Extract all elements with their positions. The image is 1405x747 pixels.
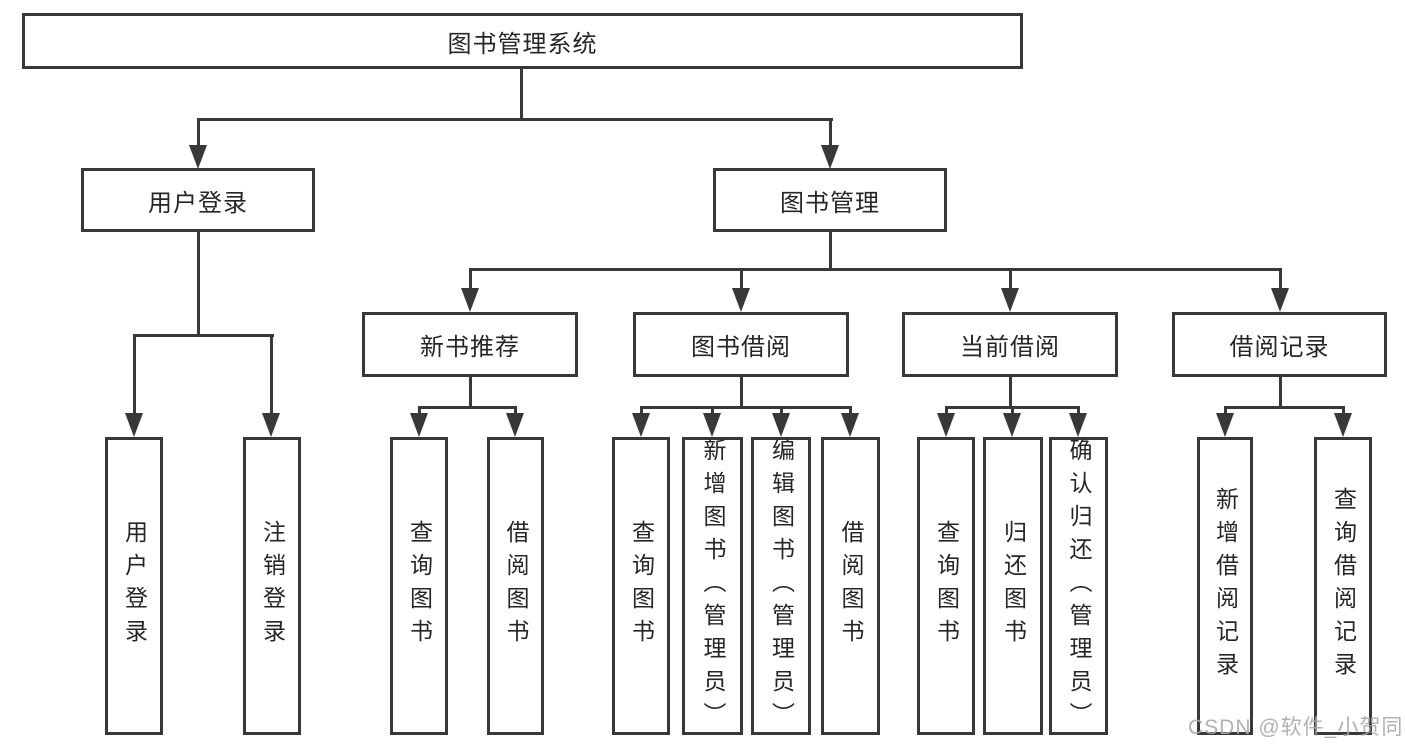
leaf-query-borrow-record-label: 查询借阅记录 [1330, 487, 1357, 685]
leaf-query-books-current: 查询图书 [917, 437, 975, 735]
leaf-borrow-books-borrowing: 借阅图书 [821, 437, 880, 735]
node-book-borrowing-label: 图书借阅 [691, 334, 791, 361]
node-book-borrowing: 图书借阅 [633, 312, 849, 377]
arrow-down-icon [189, 145, 207, 169]
leaf-confirm-return-admin-label: 确认归还（管理员） [1066, 437, 1092, 735]
connector-v [1009, 268, 1012, 291]
arrow-down-icon [1001, 288, 1019, 312]
arrow-down-icon [1334, 413, 1352, 437]
leaf-return-books: 归还图书 [983, 437, 1043, 735]
connector-v [640, 406, 643, 418]
connector-v [197, 231, 200, 336]
leaf-query-books-recommend: 查询图书 [390, 437, 448, 735]
connector-h [469, 268, 1282, 271]
arrow-down-icon [772, 413, 790, 437]
connector-v [780, 406, 783, 418]
connector-v [469, 376, 472, 408]
leaf-logout-label: 注销登录 [259, 520, 286, 652]
node-book-management: 图书管理 [713, 168, 947, 232]
arrow-down-icon [821, 145, 839, 169]
connector-v [514, 406, 517, 418]
leaf-borrow-books-recommend: 借阅图书 [487, 437, 544, 735]
arrow-down-icon [937, 413, 955, 437]
arrow-down-icon [1069, 413, 1087, 437]
connector-h [1224, 406, 1345, 409]
leaf-query-books-borrowing-label: 查询图书 [628, 520, 655, 652]
connector-h [640, 406, 851, 409]
node-root: 图书管理系统 [22, 13, 1023, 69]
connector-v [469, 268, 472, 291]
leaf-add-books-admin: 新增图书（管理员） [682, 437, 743, 735]
leaf-user-login-label: 用户登录 [121, 520, 148, 652]
arrow-down-icon [125, 413, 143, 437]
connector-v [740, 268, 743, 291]
node-new-book-recommend: 新书推荐 [362, 312, 578, 377]
node-current-borrowing: 当前借阅 [902, 312, 1118, 377]
connector-h [133, 334, 274, 337]
arrow-down-icon [1216, 413, 1234, 437]
node-borrowing-records-label: 借阅记录 [1229, 334, 1330, 361]
arrow-down-icon [632, 413, 650, 437]
connector-v [1279, 376, 1282, 408]
node-user-login: 用户登录 [81, 168, 315, 232]
node-borrowing-records: 借阅记录 [1172, 312, 1387, 377]
connector-h [418, 406, 517, 409]
leaf-edit-books-admin: 编辑图书（管理员） [751, 437, 811, 735]
connector-v [849, 406, 852, 418]
connector-v [1077, 406, 1080, 418]
leaf-query-books-current-label: 查询图书 [933, 520, 960, 652]
connector-v [711, 406, 714, 418]
node-new-book-recommend-label: 新书推荐 [420, 334, 520, 361]
connector-v [197, 118, 200, 148]
leaf-borrow-books-recommend-label: 借阅图书 [503, 520, 529, 652]
leaf-user-login: 用户登录 [105, 437, 163, 735]
leaf-query-books-recommend-label: 查询图书 [406, 520, 433, 652]
connector-v [1224, 406, 1227, 418]
node-current-borrowing-label: 当前借阅 [960, 334, 1060, 361]
leaf-edit-books-admin-label: 编辑图书（管理员） [768, 437, 795, 735]
arrow-down-icon [1003, 413, 1021, 437]
connector-v [829, 230, 832, 271]
arrow-down-icon [262, 413, 280, 437]
node-book-management-label: 图书管理 [780, 189, 880, 217]
leaf-borrow-books-borrowing-label: 借阅图书 [838, 520, 864, 652]
leaf-add-borrow-record-label: 新增借阅记录 [1212, 487, 1239, 685]
connector-v [133, 334, 136, 416]
arrow-down-icon [506, 413, 524, 437]
connector-v [1342, 406, 1345, 418]
leaf-query-books-borrowing: 查询图书 [612, 437, 670, 735]
arrow-down-icon [461, 288, 479, 312]
leaf-add-books-admin-label: 新增图书（管理员） [700, 437, 726, 735]
leaf-return-books-label: 归还图书 [1000, 520, 1027, 652]
connector-v [829, 118, 832, 148]
arrow-down-icon [841, 413, 859, 437]
csdn-watermark: CSDN @软件_小贺同学 [1188, 716, 1405, 739]
connector-v [1011, 406, 1014, 418]
arrow-down-icon [703, 413, 721, 437]
arrow-down-icon [410, 413, 428, 437]
leaf-query-borrow-record: 查询借阅记录 [1314, 437, 1372, 735]
node-root-label: 图书管理系统 [447, 30, 598, 58]
connector-v [1009, 376, 1012, 408]
arrow-down-icon [732, 288, 750, 312]
connector-v [740, 376, 743, 408]
connector-v [270, 334, 273, 416]
leaf-add-borrow-record: 新增借阅记录 [1197, 437, 1253, 735]
node-user-login-label: 用户登录 [148, 189, 248, 217]
connector-v [1279, 268, 1282, 291]
connector-v [520, 68, 523, 120]
connector-v [418, 406, 421, 418]
arrow-down-icon [1271, 288, 1289, 312]
leaf-confirm-return-admin: 确认归还（管理员） [1049, 437, 1108, 735]
connector-h [197, 118, 833, 121]
connector-v [945, 406, 948, 418]
leaf-logout: 注销登录 [243, 437, 301, 735]
